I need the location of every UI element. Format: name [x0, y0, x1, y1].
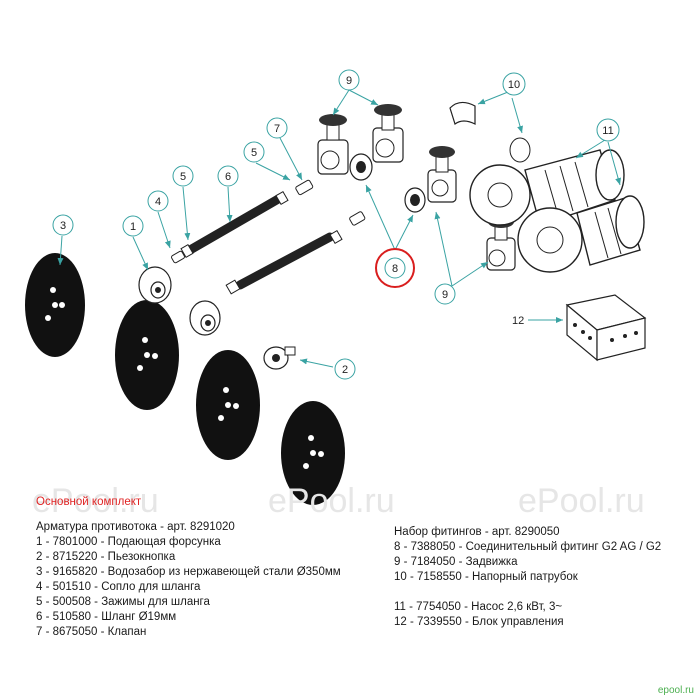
callout-4: 4 [147, 190, 169, 212]
check-valve-lower [349, 211, 366, 226]
legend-title: Основной комплект [36, 496, 142, 508]
svg-text:2: 2 [342, 364, 348, 376]
svg-text:3: 3 [60, 220, 66, 232]
svg-text:10: 10 [508, 79, 520, 91]
piezo-button [263, 346, 296, 370]
svg-text:5: 5 [180, 171, 186, 183]
svg-text:12: 12 [512, 315, 524, 327]
svg-text:1: 1 [130, 221, 136, 233]
callout-2: 2 [334, 358, 356, 380]
injection-nozzle-1 [138, 266, 172, 304]
callout-12: 12 [512, 315, 524, 327]
suction-plate-2 [115, 300, 179, 410]
injection-nozzle-2 [189, 300, 221, 336]
suction-plate-4 [281, 401, 345, 505]
legend-left: Основной комплект Арматура противотока -… [36, 495, 341, 640]
gate-valve-3 [427, 146, 457, 203]
callout-5-left: 5 [172, 165, 194, 187]
svg-text:8: 8 [392, 263, 398, 275]
suction-plate-1 [25, 253, 85, 357]
control-box [565, 294, 647, 362]
callout-9-bottom: 9 [434, 283, 456, 305]
callout-10: 10 [502, 72, 526, 96]
fitting-1 [349, 153, 373, 181]
legend-item: 12 - 7339550 - Блок управления [394, 616, 564, 628]
hose-2 [225, 229, 343, 295]
legend-item: 10 - 7158550 - Напорный патрубок [394, 571, 578, 583]
callout-8-highlight: 8 [375, 248, 415, 288]
svg-text:6: 6 [225, 171, 231, 183]
legend-item: 2 - 8715220 - Пьезокнопка [36, 551, 176, 563]
legend-right: Набор фитингов - арт. 8290050 8 - 738805… [394, 525, 694, 630]
hose-nozzle-left [171, 250, 185, 264]
legend-item: 9 - 7184050 - Задвижка [394, 556, 518, 568]
check-valve-upper [295, 179, 314, 196]
callout-1: 1 [122, 215, 144, 237]
leader-lines [57, 89, 622, 368]
legend-item: 6 - 510580 - Шланг Ø19мм [36, 611, 177, 623]
legend-item: 8 - 7388050 - Соединительный фитинг G2 A… [394, 541, 662, 553]
legend-item: 1 - 7801000 - Подающая форсунка [36, 536, 221, 548]
hose-1 [180, 190, 289, 259]
callout-11: 11 [596, 118, 620, 142]
svg-text:7: 7 [274, 123, 280, 135]
svg-text:11: 11 [602, 125, 613, 137]
gate-valve-2 [372, 104, 404, 163]
watermark-center: ePool.ru [268, 482, 395, 520]
callout-6: 6 [217, 165, 239, 187]
legend-item: 5 - 500508 - Зажимы для шланга [36, 596, 210, 608]
suction-plate-3 [196, 350, 260, 460]
fitting-2 [404, 187, 426, 213]
watermark-left: ePool.ru [32, 482, 159, 520]
legend-item: 7 - 8675050 - Клапан [36, 626, 147, 638]
callout-7: 7 [266, 117, 288, 139]
callout-9-top: 9 [338, 69, 360, 91]
watermark-right: ePool.ru [518, 482, 645, 520]
svg-text:9: 9 [346, 75, 352, 87]
pump-1 [469, 149, 625, 226]
legend-item: 3 - 9165820 - Водозабор из нержавеющей с… [36, 566, 341, 578]
brand-logo: epool.ru [657, 685, 694, 696]
pressure-elbow [449, 101, 531, 163]
legend-right-header: Набор фитингов - арт. 8290050 [394, 526, 560, 538]
gate-valve-1 [317, 114, 349, 175]
svg-text:9: 9 [442, 289, 448, 301]
svg-text:4: 4 [155, 196, 161, 208]
callout-5-right: 5 [243, 141, 265, 163]
svg-text:5: 5 [251, 147, 257, 159]
pump-2 [517, 195, 645, 273]
legend-item: 11 - 7754050 - Насос 2,6 кВт, 3~ [394, 601, 563, 613]
legend-left-header: Арматура противотока - арт. 8291020 [36, 521, 235, 533]
callout-3: 3 [52, 214, 74, 236]
legend-item: 4 - 501510 - Сопло для шланга [36, 581, 201, 593]
